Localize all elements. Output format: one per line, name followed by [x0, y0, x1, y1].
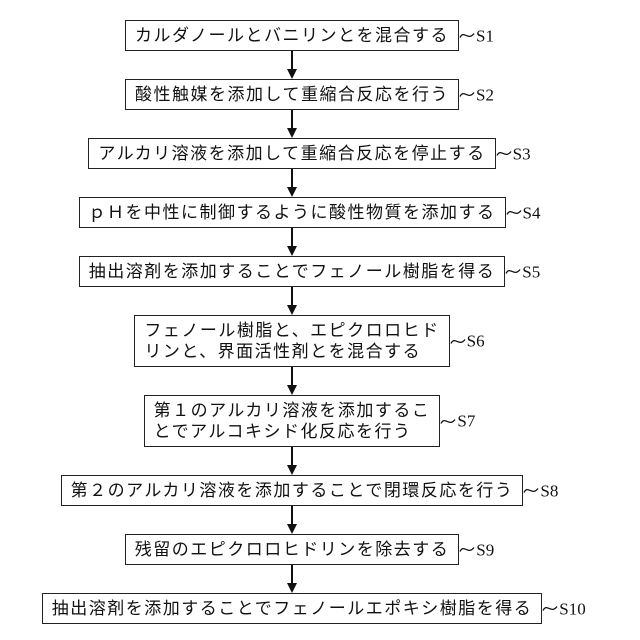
leader-line-icon [505, 269, 521, 274]
step-text: ｐＨを中性に制御するように酸性物質を添加する [88, 203, 496, 222]
down-arrow-icon [287, 506, 297, 534]
step-text: 酸性触媒を添加して重縮合反応を行う [135, 85, 449, 104]
flow-step: アルカリ溶液を添加して重縮合反応を停止する S3 [0, 138, 584, 169]
process-flowchart: カルダノールとバニリンとを混合する S1 酸性触媒を添加して重縮合反応を行う S… [0, 20, 586, 624]
flow-step: フェノール樹脂と、エピクロロヒド リンと、界面活性剤とを混合する S6 [0, 315, 584, 367]
step-text: アルカリ溶液を添加して重縮合反応を停止する [98, 144, 486, 163]
step-box: アルカリ溶液を添加して重縮合反応を停止する S3 [88, 138, 531, 169]
step-box: カルダノールとバニリンとを混合する S1 [125, 20, 494, 51]
down-arrow-icon [287, 169, 297, 197]
step-label-group: S10 [542, 598, 586, 619]
leader-line-icon [459, 547, 475, 552]
step-box: 抽出溶剤を添加することでフェノールエポキシ樹脂を得る S10 [41, 593, 586, 624]
step-label: S1 [476, 26, 494, 45]
step-label-group: S8 [523, 480, 558, 501]
step-label: S5 [522, 262, 541, 281]
down-arrow-icon [287, 110, 297, 138]
step-label-group: S6 [450, 331, 485, 352]
step-label: S6 [466, 331, 485, 351]
step-label: S10 [559, 599, 586, 618]
step-box: 抽出溶剤を添加することでフェノール樹脂を得る S5 [78, 256, 540, 287]
step-text: 残留のエピクロロヒドリンを除去する [134, 540, 450, 559]
down-arrow-icon [287, 287, 297, 315]
step-label-group: S5 [505, 261, 540, 282]
step-text: 第１のアルカリ溶液を添加するこ [153, 401, 431, 420]
step-text: カルダノールとバニリンとを混合する [135, 26, 449, 45]
flow-step: 第１のアルカリ溶液を添加するこ とでアルコキシド化反応を行う S7 [0, 395, 584, 447]
step-label-group: S3 [496, 143, 531, 164]
step-box: ｐＨを中性に制御するように酸性物質を添加する S4 [78, 197, 540, 228]
leader-line-icon [505, 210, 522, 215]
step-label-group: S2 [459, 84, 494, 105]
leader-line-icon [523, 488, 539, 493]
step-label-group: S9 [459, 539, 494, 560]
leader-line-icon [450, 338, 466, 344]
flow-step: ｐＨを中性に制御するように酸性物質を添加する S4 [0, 197, 584, 228]
step-label-group: S1 [459, 25, 494, 46]
step-text: 第２のアルカリ溶液を添加することで閉環反応を行う [70, 481, 514, 500]
step-label: S2 [476, 85, 494, 104]
step-label: S7 [457, 411, 476, 431]
step-label-group: S4 [505, 202, 541, 223]
step-text: とでアルコキシド化反応を行う [153, 422, 412, 441]
step-box: フェノール樹脂と、エピクロロヒド リンと、界面活性剤とを混合する S6 [134, 315, 485, 367]
leader-line-icon [459, 33, 475, 38]
flow-step: カルダノールとバニリンとを混合する S1 [0, 20, 584, 51]
step-label: S8 [540, 481, 559, 500]
step-box: 第１のアルカリ溶液を添加するこ とでアルコキシド化反応を行う S7 [143, 395, 475, 447]
flow-step: 第２のアルカリ溶液を添加することで閉環反応を行う S8 [0, 475, 584, 506]
step-text: フェノール樹脂と、エピクロロヒド [144, 321, 440, 340]
flow-step: 抽出溶剤を添加することでフェノール樹脂を得る S5 [0, 256, 584, 287]
step-text: リンと、界面活性剤とを混合する [144, 342, 422, 361]
step-label: S4 [522, 203, 541, 222]
step-box: 酸性触媒を添加して重縮合反応を行う S2 [125, 79, 494, 110]
step-text: 抽出溶剤を添加することでフェノール樹脂を得る [88, 262, 496, 281]
step-box: 第２のアルカリ溶液を添加することで閉環反応を行う S8 [60, 475, 558, 506]
step-text: 抽出溶剤を添加することでフェノールエポキシ樹脂を得る [51, 599, 533, 618]
leader-line-icon [440, 418, 456, 424]
leader-line-icon [459, 92, 475, 97]
down-arrow-icon [287, 447, 297, 475]
down-arrow-icon [287, 565, 297, 593]
step-label: S3 [512, 144, 531, 163]
flow-step: 抽出溶剤を添加することでフェノールエポキシ樹脂を得る S10 [0, 593, 586, 624]
flow-step: 残留のエピクロロヒドリンを除去する S9 [0, 534, 584, 565]
leader-line-icon [542, 606, 558, 611]
flow-step: 酸性触媒を添加して重縮合反応を行う S2 [0, 79, 584, 110]
down-arrow-icon [287, 228, 297, 256]
step-label: S9 [476, 540, 495, 559]
down-arrow-icon [287, 51, 297, 79]
step-label-group: S7 [440, 411, 475, 432]
leader-line-icon [496, 151, 512, 156]
down-arrow-icon [287, 367, 297, 395]
step-box: 残留のエピクロロヒドリンを除去する S9 [124, 534, 494, 565]
